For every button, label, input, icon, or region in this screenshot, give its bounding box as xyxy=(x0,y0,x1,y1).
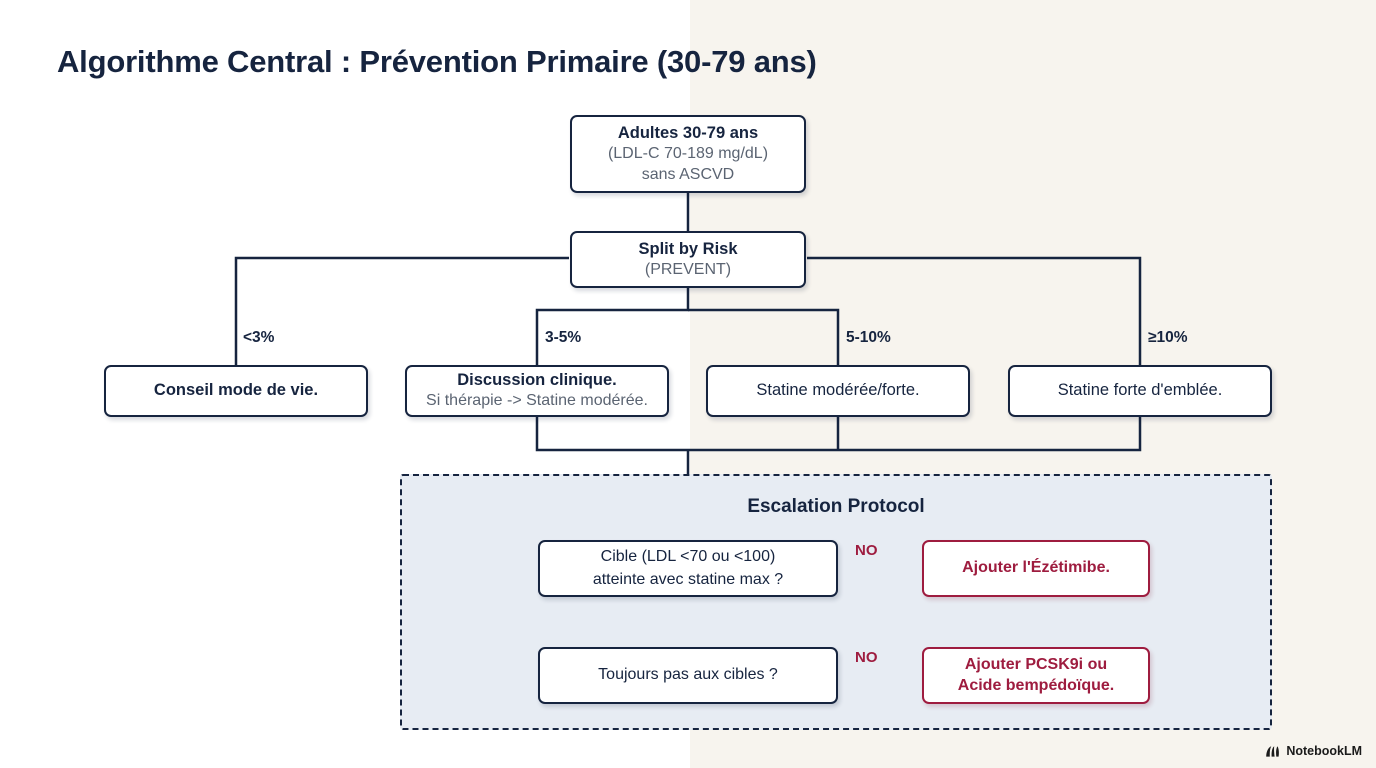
wire-split-to-lt3 xyxy=(234,256,569,365)
node-decision1-line1: Cible (LDL <70 ou <100) xyxy=(600,548,776,566)
node-action2-line2: Acide bempédoïque. xyxy=(957,676,1115,694)
node-outcome-clinical-line1: Discussion clinique. xyxy=(457,371,617,390)
node-split-line2: (PREVENT) xyxy=(644,260,732,278)
node-outcome-lifestyle-line1: Conseil mode de vie. xyxy=(153,381,319,400)
node-outcome-clinical-line2: Si thérapie -> Statine modérée. xyxy=(426,392,648,410)
escalation-panel-title: Escalation Protocol xyxy=(747,496,925,517)
node-outcome-statin-moderate-high: Statine modérée/forte. xyxy=(706,365,970,417)
node-start-line2: (LDL-C 70-189 mg/dL) xyxy=(607,145,769,163)
wire-split-to-5-10 xyxy=(688,308,840,365)
node-split-by-risk: Split by Risk (PREVENT) xyxy=(570,231,806,288)
node-outcome-clinical-discussion: Discussion clinique. Si thérapie -> Stat… xyxy=(405,365,669,417)
node-start-line1: Adultes 30-79 ans xyxy=(617,123,759,142)
node-outcome-lifestyle: Conseil mode de vie. xyxy=(104,365,368,417)
node-split-line1: Split by Risk xyxy=(638,239,738,258)
node-action2-line1: Ajouter PCSK9i ou xyxy=(964,655,1108,673)
node-outcome-high-intensity-line1: Statine forte d'emblée. xyxy=(1057,381,1223,400)
notebooklm-logo-icon xyxy=(1266,745,1280,757)
node-decision2-line1: Toujours pas aux cibles ? xyxy=(598,666,778,684)
node-decision-target-reached: Cible (LDL <70 ou <100) atteinte avec st… xyxy=(538,540,838,597)
node-start-population: Adultes 30-79 ans (LDL-C 70-189 mg/dL) s… xyxy=(570,115,806,193)
node-action-add-pcsk9i: Ajouter PCSK9i ou Acide bempédoïque. xyxy=(922,647,1150,704)
wire-split-to-ge10 xyxy=(807,256,1142,365)
wire-split-to-3-5 xyxy=(535,287,690,365)
edge-label-no-1: NO xyxy=(855,542,878,559)
page-title: Algorithme Central : Prévention Primaire… xyxy=(57,44,817,79)
notebooklm-watermark: NotebookLM xyxy=(1265,744,1362,758)
node-action1-line1: Ajouter l'Ézétimibe. xyxy=(962,559,1110,577)
node-outcome-moderate-high-line1: Statine modérée/forte. xyxy=(756,381,920,400)
node-decision-still-above-target: Toujours pas aux cibles ? xyxy=(538,647,838,704)
node-decision1-line2: atteinte avec statine max ? xyxy=(592,570,784,588)
node-outcome-statin-high-intensity: Statine forte d'emblée. xyxy=(1008,365,1272,417)
edge-label-no-2: NO xyxy=(855,649,878,666)
node-start-line3: sans ASCVD xyxy=(641,165,735,183)
notebooklm-watermark-label: NotebookLM xyxy=(1286,744,1362,758)
branch-label-lt3: <3% xyxy=(243,329,275,346)
node-action-add-ezetimibe: Ajouter l'Ézétimibe. xyxy=(922,540,1150,597)
branch-label-5-10: 5-10% xyxy=(846,329,891,346)
branch-label-ge10: ≥10% xyxy=(1148,329,1188,346)
branch-label-3-5: 3-5% xyxy=(545,329,582,346)
